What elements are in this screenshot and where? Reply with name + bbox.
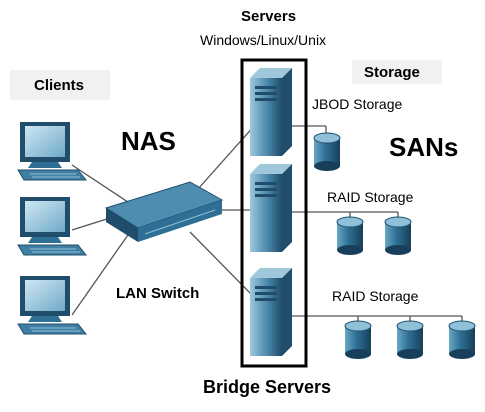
- link-client3-switch: [71, 231, 131, 316]
- client-computer-icon-2: [17, 197, 88, 256]
- servers-heading: Servers: [241, 8, 297, 25]
- link-switch-server1: [189, 124, 256, 199]
- raid-storage-label-2: RAID Storage: [332, 288, 419, 304]
- disk-cylinder-icon-raid2-b: [396, 320, 424, 359]
- bridge-servers-label: Bridge Servers: [203, 377, 332, 397]
- disk-cylinder-icon-raid2-c: [448, 320, 476, 359]
- disk-cylinder-icon-raid1-a: [336, 216, 364, 255]
- client-computer-icon-1: [17, 122, 88, 181]
- storage-label-background: [352, 60, 442, 84]
- disk-cylinder-icon-raid1-b: [384, 216, 412, 255]
- client-computer-icon-3: [17, 276, 88, 335]
- network-switch-icon: [104, 181, 224, 242]
- tower-server-icon-2: [250, 164, 292, 252]
- link-switch-server3: [189, 231, 256, 299]
- tower-server-icon-3: [250, 268, 292, 356]
- link-client2-switch: [71, 217, 111, 231]
- raid-storage-label-1: RAID Storage: [327, 189, 414, 205]
- tower-server-icon-1: [250, 68, 292, 156]
- disk-cylinder-icon-jbod: [313, 132, 341, 171]
- servers-os-label: Windows/Linux/Unix: [200, 32, 327, 48]
- disk-cylinder-icon-raid2-a: [344, 320, 372, 359]
- lan-switch-label: LAN Switch: [116, 285, 200, 302]
- storage-heading: Storage: [364, 64, 420, 81]
- jbod-storage-label: JBOD Storage: [312, 96, 403, 112]
- sans-label: SANs: [389, 132, 459, 162]
- clients-label-background: [10, 70, 110, 100]
- bridge-servers-frame: [240, 58, 308, 368]
- nas-label: NAS: [121, 126, 176, 156]
- clients-heading: Clients: [34, 77, 85, 94]
